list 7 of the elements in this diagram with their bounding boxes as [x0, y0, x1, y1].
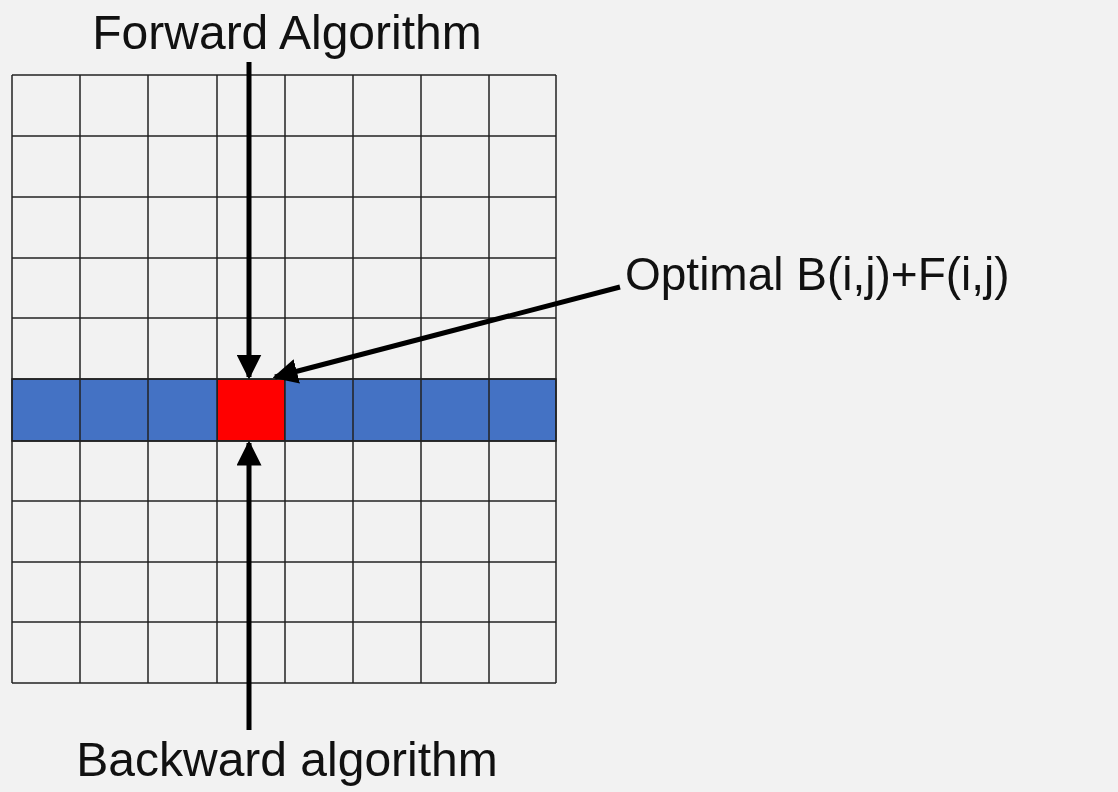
arrow	[236, 440, 262, 730]
arrow	[236, 62, 262, 380]
arrow	[272, 284, 621, 384]
highlighted-cell	[217, 379, 285, 441]
node-label: Forward Algorithm	[92, 5, 482, 61]
node-label: Optimal B(i,j)+F(i,j)	[625, 248, 1010, 301]
node-label: Backward algorithm	[76, 732, 498, 788]
